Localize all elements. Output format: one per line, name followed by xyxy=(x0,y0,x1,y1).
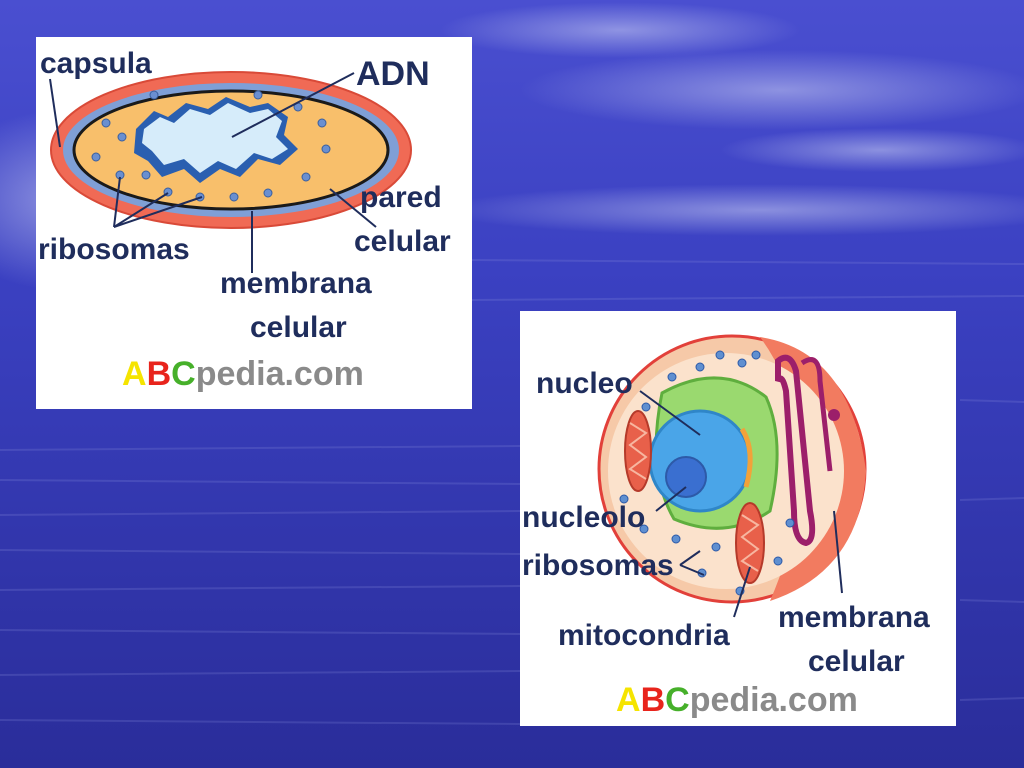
label-adn: ADN xyxy=(356,55,430,93)
label-nucleo: nucleo xyxy=(536,367,633,400)
brand-logo: ABCpedia.com xyxy=(616,681,858,719)
label-pared: pared xyxy=(360,181,442,214)
dna-nucleoid-inner xyxy=(142,103,288,173)
prokaryotic-cell-diagram: capsula ADN pared celular ribosomas memb… xyxy=(38,47,451,393)
nucleus xyxy=(648,409,752,513)
brand-letter-c: C xyxy=(171,355,196,393)
brand-rest: pedia.com xyxy=(690,681,858,719)
brand-logo: ABCpedia.com xyxy=(122,355,364,393)
label-nucleolo: nucleolo xyxy=(522,501,645,534)
brand-letter-b: B xyxy=(147,355,172,393)
prokaryotic-cell-panel: capsula ADN pared celular ribosomas memb… xyxy=(36,37,472,409)
brand-letter-a: A xyxy=(616,681,641,719)
mitochondrion-left-cristae xyxy=(628,422,648,480)
label-pared-celular: celular xyxy=(354,225,451,258)
nucleus-pore-highlight xyxy=(739,427,753,488)
eukaryotic-cell-panel: nucleo nucleolo ribosomas mitocondria me… xyxy=(520,311,956,726)
eukaryotic-cell-diagram: nucleo nucleolo ribosomas mitocondria me… xyxy=(522,334,930,719)
brand-letter-c: C xyxy=(665,681,690,719)
mitochondrion-bottom-cristae xyxy=(740,514,760,572)
label-membrana-celular: celular xyxy=(808,645,905,678)
label-membrana-celular: celular xyxy=(250,311,347,344)
label-capsula: capsula xyxy=(40,47,152,80)
golgi-tubule-2 xyxy=(800,357,833,472)
brand-letter-b: B xyxy=(641,681,666,719)
label-ribosomas: ribosomas xyxy=(38,233,190,266)
label-membrana: membrana xyxy=(778,601,930,634)
brand-rest: pedia.com xyxy=(196,355,364,393)
label-membrana: membrana xyxy=(220,267,372,300)
label-mitocondria: mitocondria xyxy=(558,619,730,652)
leader-lines xyxy=(49,72,377,273)
leader-lines xyxy=(639,390,843,618)
label-ribosomas: ribosomas xyxy=(522,549,674,582)
golgi-tubule xyxy=(775,354,816,547)
brand-letter-a: A xyxy=(122,355,147,393)
vesicle xyxy=(828,409,840,421)
nucleolus xyxy=(665,456,707,498)
